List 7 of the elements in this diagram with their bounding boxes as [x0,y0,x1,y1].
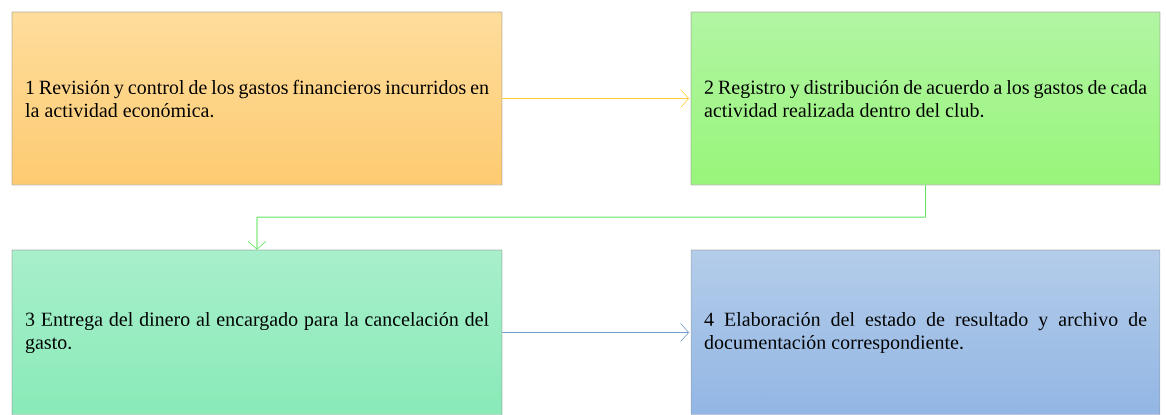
arrow [501,89,690,108]
arrow [501,323,690,342]
process-box: 1 Revisión y control de los gastos financieros incurridos en la actividad económica. [11,11,503,186]
process-box: 3 Entrega del dinero al encargado para la cancelación del gasto. [11,249,503,415]
arrow [247,184,926,250]
process-box: 2 Registro y distribución de acuerdo a los gastos de cada actividad realizada dentro del club. [690,11,1161,186]
process-box: 4 Elaboración del estado de resultado y archivo de documentación correspondiente. [690,249,1161,415]
